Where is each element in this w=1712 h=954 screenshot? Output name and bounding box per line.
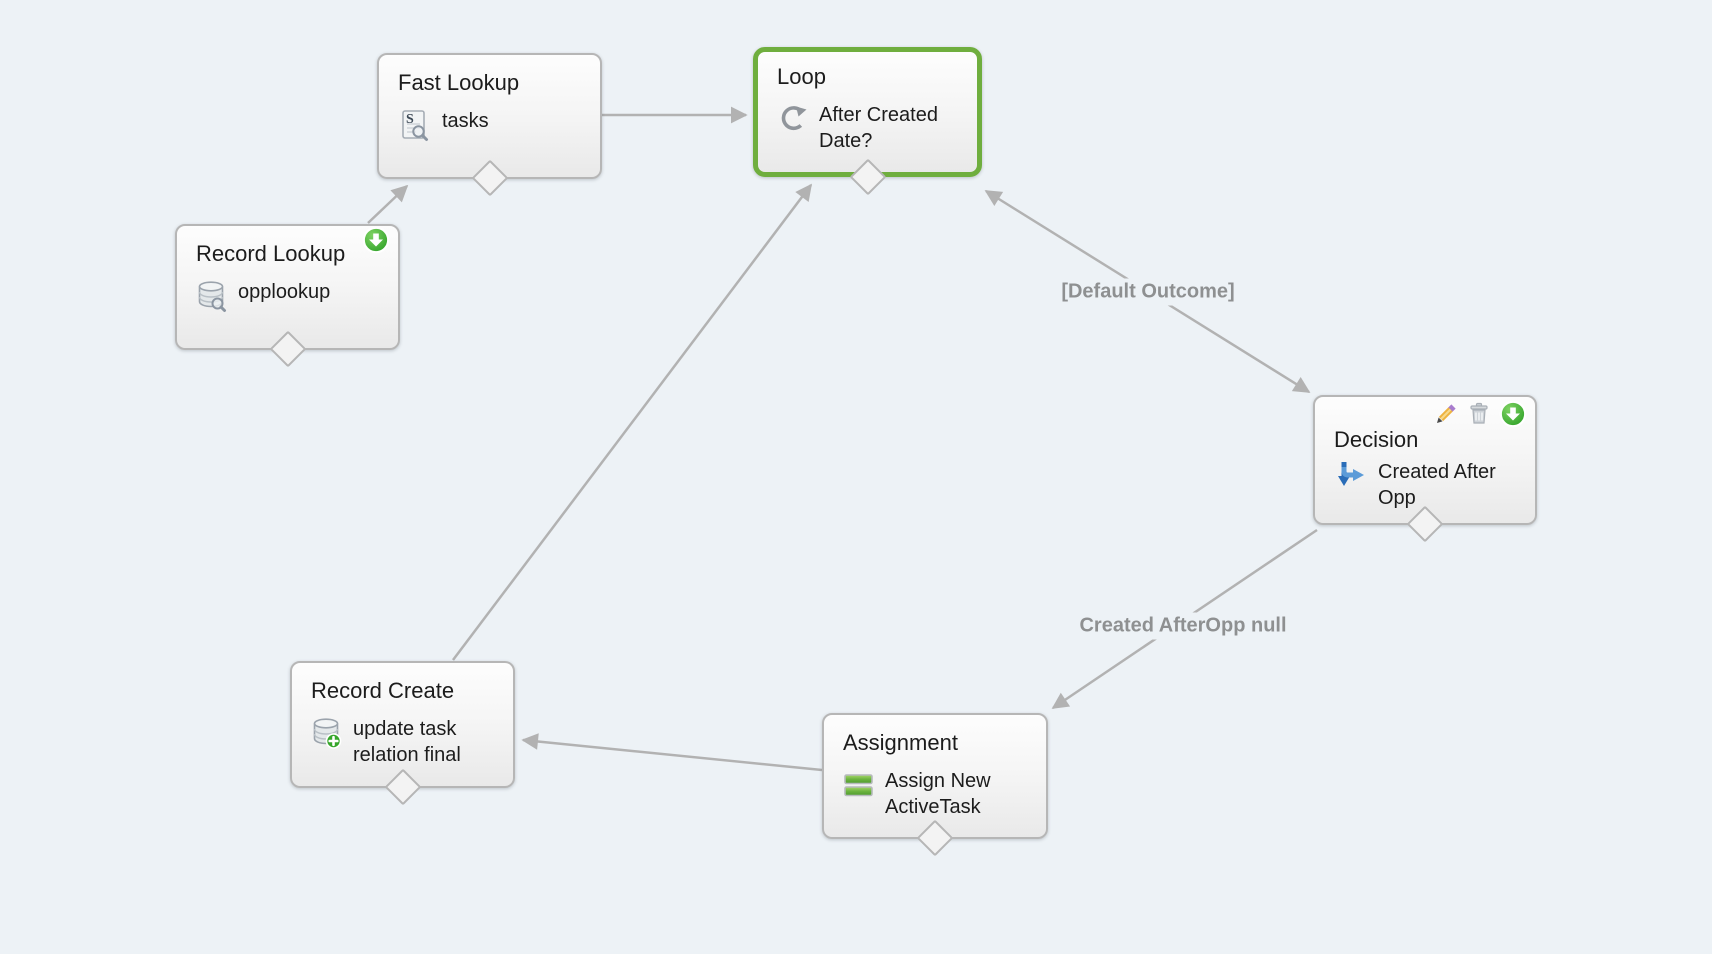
record-lookup-icon — [196, 279, 228, 318]
node-record-lookup[interactable]: Record Lookup opplookup — [175, 224, 400, 368]
svg-text:S: S — [406, 112, 414, 127]
node-assignment[interactable]: Assignment Assign New ActiveTask — [822, 713, 1048, 857]
node-type-label: Assignment — [843, 730, 958, 755]
connector-recordlookup-to-fastlookup[interactable] — [367, 184, 409, 224]
node-type-label: Record Create — [311, 678, 455, 703]
start-indicator-badge[interactable] — [362, 226, 390, 254]
loop-icon — [777, 102, 809, 139]
node-type-label: Loop — [777, 64, 826, 89]
connector-label-created-afteropp-null[interactable]: Created AfterOpp null — [1071, 612, 1295, 640]
connector-recordcreate-to-loop[interactable] — [452, 183, 813, 661]
delete-icon[interactable] — [1466, 401, 1492, 432]
fast-lookup-icon: S — [398, 108, 432, 147]
node-fast-lookup[interactable]: Fast Lookup S tasks — [377, 53, 602, 197]
node-name-label: tasks — [442, 110, 489, 132]
node-record-create[interactable]: Record Create update task relation final — [290, 661, 515, 806]
node-name-label: update task relation final — [353, 718, 461, 766]
start-indicator-icon[interactable] — [1499, 400, 1527, 433]
assignment-icon — [843, 768, 875, 805]
node-type-label: Fast Lookup — [398, 70, 520, 95]
node-hover-toolbar — [1433, 400, 1527, 433]
record-create-icon — [311, 716, 343, 755]
node-decision[interactable]: Decision Created After Opp — [1313, 395, 1537, 543]
node-loop[interactable]: Loop After Created Date? — [753, 47, 982, 196]
connector-assignment-to-recordcreate[interactable] — [521, 733, 823, 772]
node-name-label: opplookup — [238, 281, 331, 303]
decision-icon — [1334, 459, 1368, 500]
connector-label-default-outcome[interactable]: [Default Outcome] — [1053, 278, 1243, 306]
node-type-label: Decision — [1334, 427, 1419, 452]
edit-icon[interactable] — [1433, 401, 1459, 432]
node-name-label: Created After Opp — [1378, 461, 1496, 509]
node-type-label: Record Lookup — [196, 241, 346, 266]
node-name-label: Assign New ActiveTask — [885, 770, 991, 818]
node-name-label: After Created Date? — [819, 104, 938, 152]
